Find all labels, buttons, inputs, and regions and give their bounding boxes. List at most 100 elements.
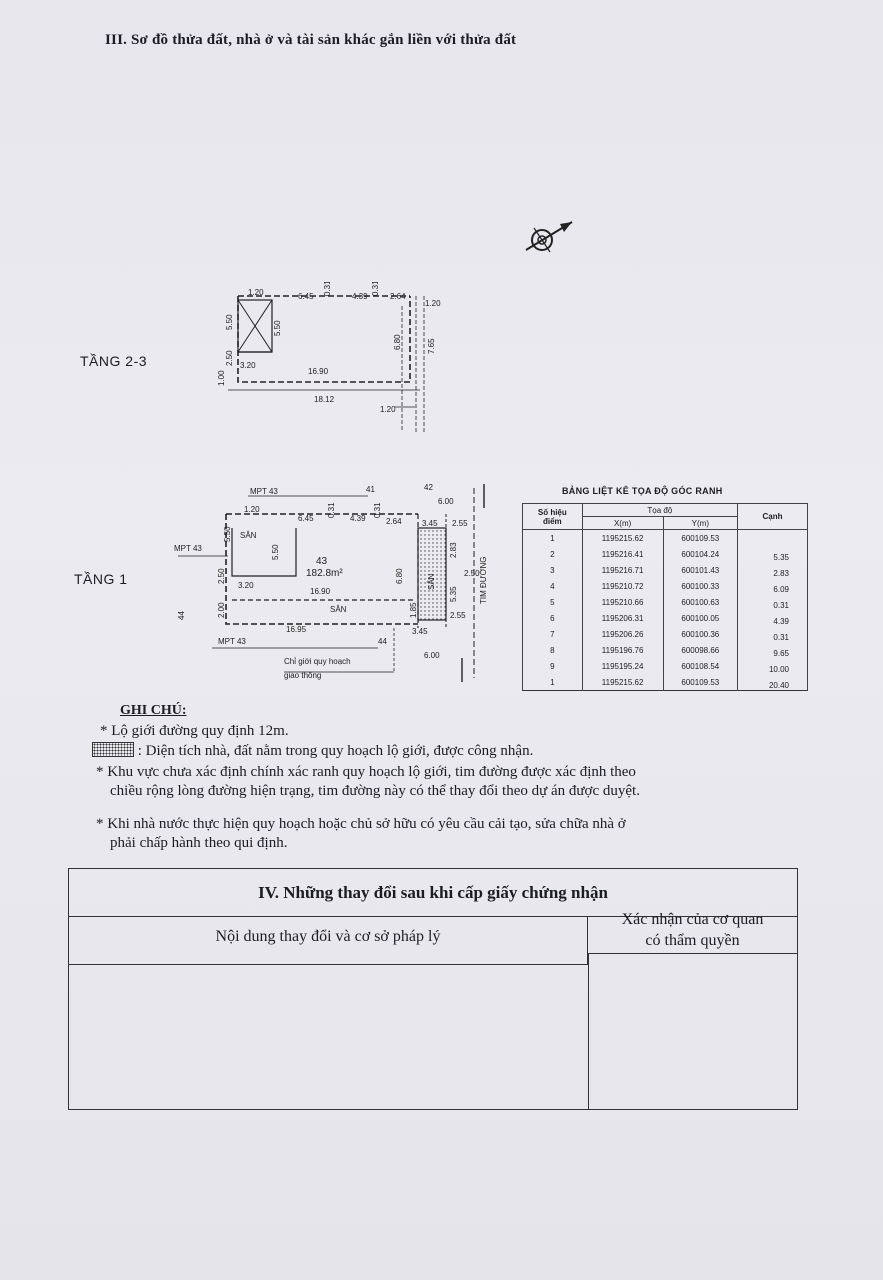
dim-g-top-e: 2.64	[386, 517, 402, 526]
section-4-divider	[588, 953, 797, 955]
dim-left-b: 5.50	[273, 320, 282, 336]
dim-g-bottom-b: 16.90	[310, 587, 331, 596]
coords-cell-y: 600100.36	[662, 626, 739, 642]
note-3b: chiều rộng lòng đường hiện trạng, tim đư…	[110, 783, 640, 799]
coords-cell-x: 1195215.62	[581, 674, 664, 691]
label-lot-41: 41	[366, 485, 375, 494]
dim-left-a: 5.50	[225, 314, 234, 330]
dim-top-left: 1.20	[248, 288, 264, 297]
dim-g-top-d: 0.31	[373, 502, 382, 518]
coords-cell-point: 1	[522, 529, 583, 546]
coords-cell-edge	[737, 529, 808, 546]
dim-g-top-c: 4.39	[350, 514, 366, 523]
col-edge: Cạnh	[737, 503, 808, 530]
coords-cell-x: 1195195.24	[581, 658, 664, 674]
section-4-col-content: Nội dung thay đổi và cơ sở pháp lý	[69, 917, 588, 965]
san-label-3: SÂN	[427, 573, 436, 590]
planning-line-1: Chỉ giới quy hoạch	[284, 657, 351, 666]
dim-g-bottom-a: 3.20	[238, 581, 254, 590]
label-mpt-left: MPT 43	[174, 544, 202, 553]
coords-cell-edge: 6.09	[737, 578, 808, 594]
coords-cell-x: 1195216.71	[581, 562, 664, 578]
section-4-column-divider	[588, 953, 590, 1109]
col-coord: Tọa độ	[581, 503, 739, 517]
dim-g-top-h: 6.00	[438, 497, 454, 506]
street-center-label: TIM ĐƯỜNG	[479, 557, 488, 604]
planning-line-2: giao thông	[284, 671, 321, 680]
dim-g-right-c: 2.50	[464, 569, 480, 578]
dim-g-left-a: 5.50	[223, 526, 232, 542]
dim-top-right: 1.20	[425, 299, 441, 308]
coords-cell-point: 1	[522, 674, 583, 691]
san-label-1: SÂN	[240, 531, 257, 540]
dim-g-top-left: 1.20	[244, 505, 260, 514]
coords-cell-y: 600098.66	[662, 642, 739, 658]
label-mpt-bottom: MPT 43	[218, 637, 246, 646]
dim-bottom-mid: 16.90	[308, 367, 329, 376]
dim-top-e: 2.64	[390, 292, 406, 301]
coords-cell-x: 1195206.31	[581, 610, 664, 626]
coords-cell-edge: 9.65	[737, 642, 808, 658]
dim-g-right-b: 2.83	[449, 542, 458, 558]
san-label-2: SÂN	[330, 605, 347, 614]
section-4-table: IV. Những thay đổi sau khi cấp giấy chứn…	[68, 868, 798, 1110]
dim-g-bottom-f: 6.00	[424, 651, 440, 660]
dim-g-left-b: 5.50	[271, 544, 280, 560]
floor-plan-ground: MPT 43 41 42 MPT 43 MPT 43 44 44 1.20 6.…	[174, 483, 488, 682]
dim-g-right-d: 5.35	[449, 586, 458, 602]
note-1: * Lộ giới đường quy định 12m.	[100, 723, 289, 739]
coords-cell-y: 600109.53	[662, 529, 739, 546]
coords-cell-edge: 0.31	[737, 626, 808, 642]
coords-cell-point: 8	[522, 642, 583, 658]
coords-cell-y: 600101.43	[662, 562, 739, 578]
col-y: Y(m)	[662, 516, 739, 530]
dim-left-d: 1.00	[217, 370, 226, 386]
dim-g-left-d: 2.00	[217, 602, 226, 618]
dim-overall: 18.12	[314, 395, 335, 404]
label-mpt-top: MPT 43	[250, 487, 278, 496]
coords-cell-y: 600100.33	[662, 578, 739, 594]
coords-cell-point: 5	[522, 594, 583, 610]
col-x: X(m)	[581, 516, 664, 530]
dim-top-c: 4.39	[352, 292, 368, 301]
dim-g-right-a: 6.80	[395, 568, 404, 584]
note-4: * Khi nhà nước thực hiện quy hoạch hoặc …	[96, 816, 626, 832]
coords-cell-y: 600109.53	[662, 674, 739, 691]
dim-g-top-b: 0.31	[327, 502, 336, 518]
coords-cell-x: 1195215.62	[581, 529, 664, 546]
coords-cell-x: 1195210.72	[581, 578, 664, 594]
coords-cell-edge: 5.35	[737, 546, 808, 562]
coords-cell-y: 600100.63	[662, 594, 739, 610]
coords-cell-y: 600100.05	[662, 610, 739, 626]
dim-g-top-g: 2.55	[452, 519, 468, 528]
lot-area: 182.8m²	[306, 568, 343, 579]
dim-right-c: 1.20	[380, 405, 396, 414]
coords-cell-point: 3	[522, 562, 583, 578]
notes-title: GHI CHÚ:	[120, 703, 187, 718]
dim-g-bottom-e: 2.55	[450, 611, 466, 620]
coords-cell-point: 6	[522, 610, 583, 626]
dim-top-a: 6.45	[298, 292, 314, 301]
label-lot-44-bottom: 44	[378, 637, 387, 646]
coords-cell-point: 2	[522, 546, 583, 562]
coords-cell-point: 9	[522, 658, 583, 674]
coords-cell-x: 1195196.76	[581, 642, 664, 658]
note-2-text: : Diện tích nhà, đất nằm trong quy hoạch…	[137, 743, 534, 759]
dim-bottom-left: 3.20	[240, 361, 256, 370]
hatch-legend-icon	[92, 742, 134, 757]
label-lot-42: 42	[424, 483, 433, 492]
coords-cell-y: 600104.24	[662, 546, 739, 562]
note-3: * Khu vực chưa xác định chính xác ranh q…	[96, 764, 636, 780]
section-4-title: IV. Những thay đổi sau khi cấp giấy chứn…	[69, 869, 797, 917]
coords-cell-y: 600108.54	[662, 658, 739, 674]
note-4b: phải chấp hành theo qui định.	[110, 835, 288, 851]
